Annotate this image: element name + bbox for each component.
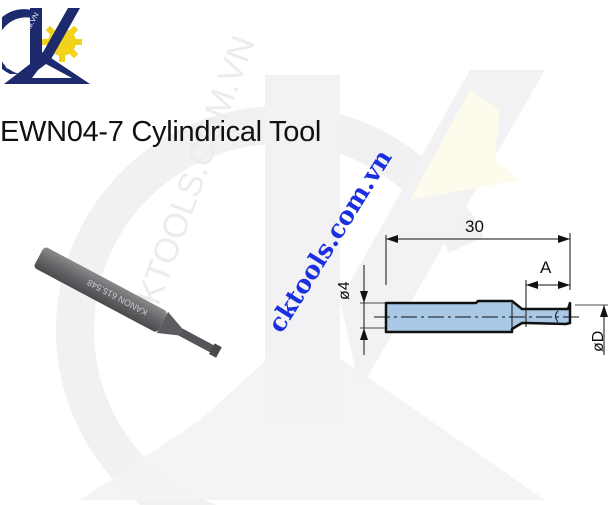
dimension-drawing — [360, 233, 608, 355]
ck-logo: CKTOOLS.COM.VN — [2, 8, 90, 84]
dimension-shank-diameter: ø4 — [336, 281, 353, 300]
dimension-tip-diameter: øD — [590, 330, 607, 352]
dimension-tip-length: A — [540, 258, 552, 277]
product-title: EWN04-7 Cylindrical Tool — [0, 116, 322, 148]
tool-photo: KANON 615.548 — [34, 247, 222, 358]
dimension-total-length: 30 — [465, 217, 484, 236]
